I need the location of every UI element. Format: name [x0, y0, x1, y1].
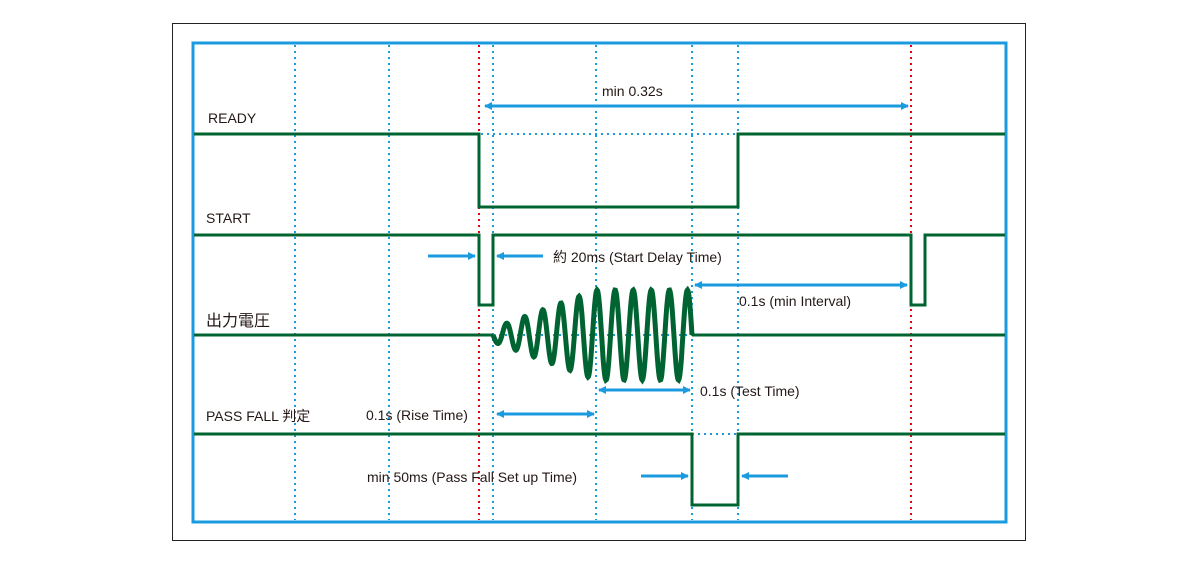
signal-label-start: START [206, 210, 251, 226]
rise-time-label: 0.1s (Rise Time) [366, 407, 468, 423]
plot-border [191, 41, 1008, 524]
signal-label-output: 出力電圧 [206, 312, 270, 330]
grid-lines [294, 45, 739, 520]
signal-label-passfail: PASS FALL 判定 [206, 408, 310, 424]
diagram-frame [172, 23, 1026, 541]
test-time-label: 0.1s (Test Time) [700, 383, 800, 399]
min-interval-label: 0.1s (min Interval) [739, 293, 851, 309]
reference-lines [481, 133, 738, 435]
setup-time-label: min 50ms (Pass Fall Set up Time) [367, 469, 577, 485]
min-cycle-label: min 0.32s [602, 83, 663, 99]
start-signal [194, 233, 1005, 307]
marker-lines [478, 45, 912, 520]
output-voltage-waveform [490, 285, 695, 385]
signal-label-ready: READY [208, 110, 257, 126]
passfail-signal [194, 432, 1005, 507]
ready-signal [194, 132, 1005, 209]
start-delay-label: 約 20ms (Start Delay Time) [553, 249, 722, 265]
